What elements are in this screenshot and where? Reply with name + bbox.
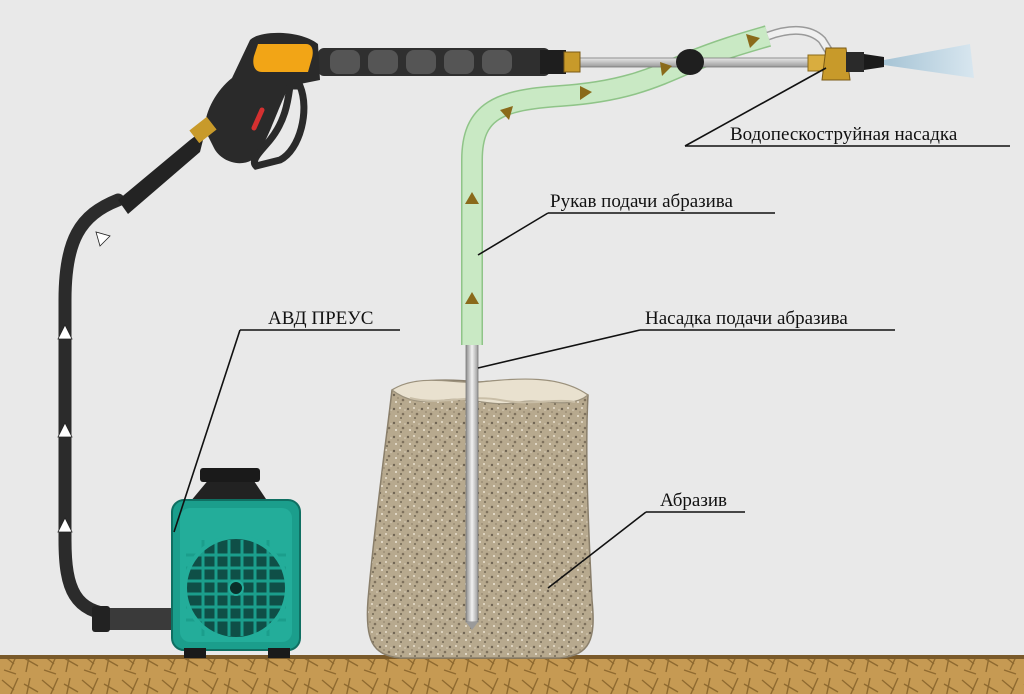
- abrasive-feed-tube: [465, 339, 479, 630]
- label-abrasive-feed-nozzle: Насадка подачи абразива: [645, 308, 848, 329]
- spray-jet: [884, 44, 974, 78]
- water-flow-arrows: [57, 231, 111, 533]
- leader-line: [547, 511, 647, 589]
- abrasive-sack-icon: [366, 378, 594, 659]
- leader-lines: [173, 67, 1010, 589]
- flow-arrow-icon: [57, 517, 73, 533]
- flow-arrow-icon: [465, 192, 479, 204]
- abrasive-flow-arrows: [465, 34, 760, 304]
- flow-arrow-icon: [660, 62, 672, 76]
- abrasive-hose: [461, 25, 772, 345]
- flow-arrow-icon: [57, 324, 73, 340]
- flow-arrow-icon: [95, 231, 111, 247]
- leader-line: [477, 329, 641, 369]
- hose-clamp: [676, 49, 704, 75]
- blasting-nozzle-icon: [807, 47, 884, 81]
- label-abrasive-hose: Рукав подачи абразива: [550, 191, 734, 212]
- washer-outlet-fitting: [98, 608, 178, 630]
- leader-line: [173, 329, 241, 533]
- flow-arrow-icon: [57, 422, 73, 438]
- leader-line: [684, 67, 827, 147]
- flow-arrow-icon: [746, 34, 760, 48]
- high-pressure-hose: [58, 193, 178, 632]
- label-abrasive: Абразив: [660, 490, 727, 511]
- spray-gun-icon: [118, 32, 581, 214]
- flow-arrow-icon: [500, 106, 513, 120]
- pressure-washer-icon: [171, 468, 301, 658]
- ground: [0, 655, 1024, 694]
- leader-line: [477, 212, 549, 256]
- flow-arrow-icon: [580, 86, 592, 100]
- label-blasting-nozzle: Водопескоструйная насадка: [730, 124, 958, 145]
- flow-arrow-icon: [465, 292, 479, 304]
- label-pressure-washer: АВД ПРЕУС: [268, 308, 373, 329]
